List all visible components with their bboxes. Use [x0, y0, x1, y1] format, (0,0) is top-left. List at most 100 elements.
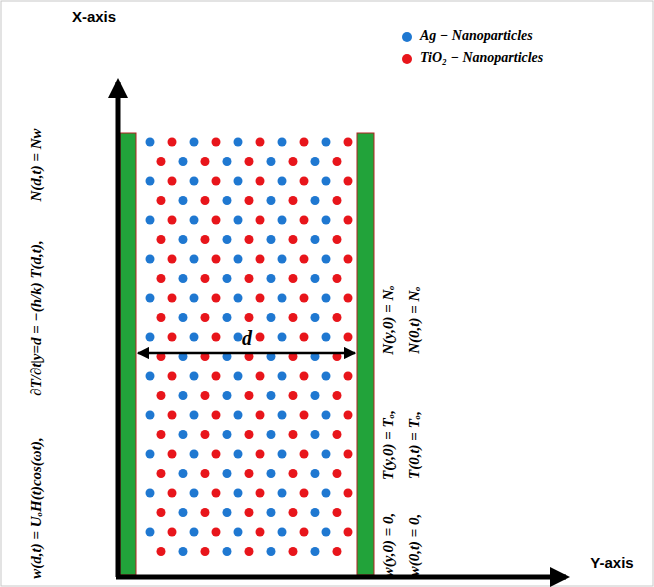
nanoparticle [234, 177, 243, 186]
nanoparticle [234, 450, 243, 459]
x-axis-arrow [116, 82, 121, 577]
nanoparticle [190, 138, 199, 147]
nanoparticle [157, 508, 166, 517]
nanoparticle [146, 411, 155, 420]
nanoparticle [333, 274, 342, 283]
nanoparticle [212, 450, 221, 459]
nanoparticle [157, 313, 166, 322]
nanoparticle [300, 411, 309, 420]
nanoparticle [333, 157, 342, 166]
nanoparticle [146, 528, 155, 537]
nanoparticle [278, 177, 287, 186]
nanoparticle [201, 313, 210, 322]
nanoparticle [245, 508, 254, 517]
nanoparticle [344, 294, 353, 303]
nanoparticle [256, 333, 265, 342]
nanoparticle [223, 547, 232, 556]
nanoparticle [223, 430, 232, 439]
nanoparticle [190, 528, 199, 537]
nanoparticle [267, 313, 276, 322]
nanoparticle [168, 216, 177, 225]
nanoparticle [311, 274, 320, 283]
boundary-condition: N(d,t) = Nw [28, 128, 45, 201]
nanoparticle [223, 274, 232, 283]
nanoparticle [157, 196, 166, 205]
nanoparticle [267, 547, 276, 556]
nanoparticle [289, 313, 298, 322]
nanoparticle [256, 450, 265, 459]
nanoparticle [344, 177, 353, 186]
nanoparticle [311, 196, 320, 205]
nanoparticle [245, 313, 254, 322]
nanoparticle [344, 333, 353, 342]
nanoparticle [278, 411, 287, 420]
nanoparticle [146, 294, 155, 303]
nanoparticle [278, 450, 287, 459]
nanoparticle [212, 255, 221, 264]
nanoparticle [267, 235, 276, 244]
nanoparticle [322, 255, 331, 264]
boundary-condition: T(y,0) = Tₒ, [380, 410, 397, 480]
nanoparticle [267, 274, 276, 283]
nanoparticle [146, 216, 155, 225]
nanoparticle [212, 138, 221, 147]
left-plate [120, 133, 136, 575]
nanoparticle [190, 489, 199, 498]
nanoparticle [267, 391, 276, 400]
nanoparticle [344, 411, 353, 420]
nanoparticle [333, 391, 342, 400]
nanoparticle [300, 138, 309, 147]
nanoparticle [234, 372, 243, 381]
nanoparticle [300, 528, 309, 537]
nanoparticle [245, 469, 254, 478]
nanoparticle [289, 235, 298, 244]
nanoparticle [223, 196, 232, 205]
nanoparticle [157, 235, 166, 244]
nanoparticle [146, 177, 155, 186]
nanoparticle [311, 313, 320, 322]
nanoparticle [201, 430, 210, 439]
nanoparticle [234, 411, 243, 420]
nanoparticle [234, 528, 243, 537]
axis-label: Y-axis [590, 554, 633, 571]
nanoparticle [322, 333, 331, 342]
nanoparticle [212, 411, 221, 420]
nanoparticle [311, 157, 320, 166]
nanoparticle [179, 469, 188, 478]
nanoparticle [201, 196, 210, 205]
nanoparticle [256, 372, 265, 381]
nanoparticle [234, 294, 243, 303]
boundary-condition: T(0,t) = Tₒ, [406, 411, 423, 479]
nanoparticle [278, 528, 287, 537]
nanoparticle [179, 547, 188, 556]
nanoparticle [322, 177, 331, 186]
nanoparticle [179, 391, 188, 400]
nanoparticle [157, 391, 166, 400]
nanoparticle [289, 157, 298, 166]
nanoparticle [223, 469, 232, 478]
nanoparticle [245, 235, 254, 244]
nanoparticle [278, 216, 287, 225]
nanoparticle [322, 216, 331, 225]
nanoparticle [278, 138, 287, 147]
nanoparticle [179, 157, 188, 166]
nanoparticle [245, 391, 254, 400]
nanoparticle [179, 235, 188, 244]
nanoparticle [322, 372, 331, 381]
nanoparticle [223, 313, 232, 322]
nanoparticle [256, 528, 265, 537]
nanoparticle [245, 430, 254, 439]
nanoparticle [256, 138, 265, 147]
nanoparticle [223, 508, 232, 517]
nanoparticle [300, 489, 309, 498]
nanoparticle [256, 294, 265, 303]
nanoparticle [179, 274, 188, 283]
nanoparticle [179, 196, 188, 205]
nanoparticle [300, 255, 309, 264]
nanoparticle [168, 138, 177, 147]
nanoparticle [333, 547, 342, 556]
nanoparticle [289, 508, 298, 517]
nanoparticle [201, 391, 210, 400]
